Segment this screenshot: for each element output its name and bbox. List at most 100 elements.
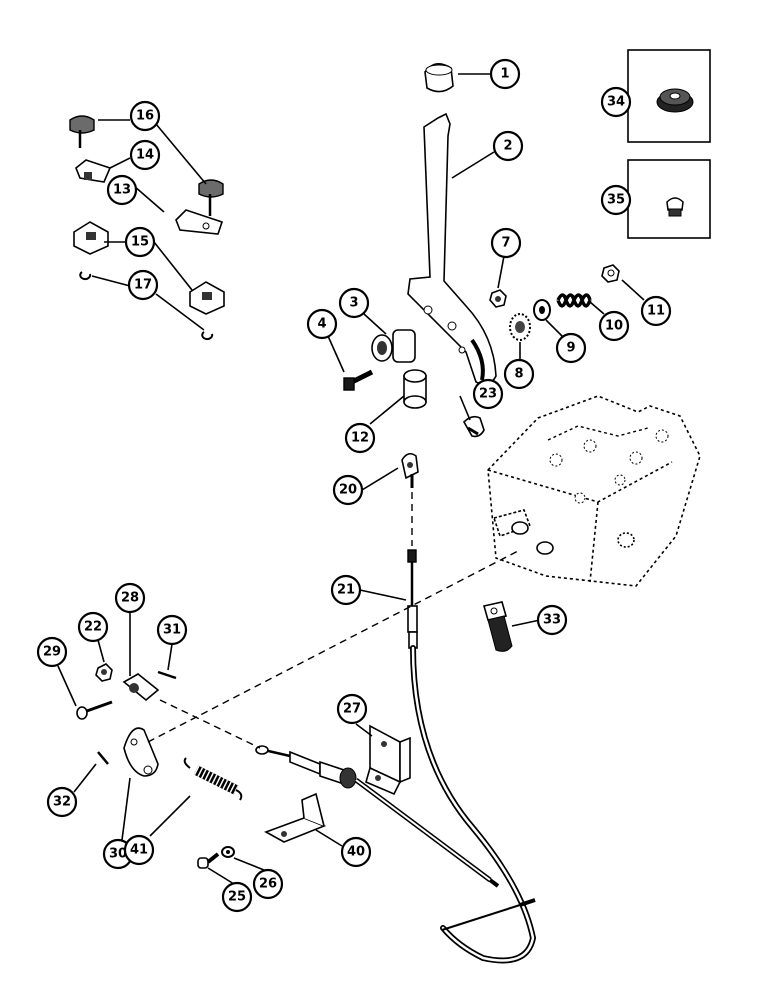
callout-23: 23: [472, 378, 504, 410]
clevis-part-28: [122, 673, 160, 702]
callout-32: 32: [46, 786, 78, 818]
bolt-part-25: [197, 852, 220, 869]
callout-3: 3: [338, 287, 370, 319]
gear-part-8: [509, 313, 531, 341]
callout-label-26: 26: [259, 877, 277, 892]
callout-label-29: 29: [43, 645, 61, 660]
rod-end-part-20: [401, 452, 419, 488]
callout-11: 11: [640, 295, 672, 327]
callout-label-23: 23: [479, 387, 497, 402]
knob-part-1: [424, 63, 454, 93]
callout-label-32: 32: [53, 795, 71, 810]
valve-housing: [487, 395, 701, 587]
callout-label-3: 3: [349, 296, 358, 311]
callout-label-15: 15: [131, 235, 149, 250]
callout-label-4: 4: [317, 317, 326, 332]
callout-8: 8: [503, 358, 535, 390]
cotter-pin-part-31: [157, 670, 177, 680]
callout-17: 17: [127, 269, 159, 301]
callout-21: 21: [330, 574, 362, 606]
callout-1: 1: [489, 58, 521, 90]
knob-screw-part-16b: [198, 179, 224, 216]
spring-part-41: [183, 757, 243, 801]
assembly-line-28-cable: [159, 699, 261, 749]
clip-part-23: [463, 415, 485, 438]
callout-label-8: 8: [514, 367, 523, 382]
nut-part-22: [95, 663, 113, 682]
callout-4: 4: [306, 308, 338, 340]
callout-12: 12: [344, 422, 376, 454]
callout-25: 25: [221, 881, 253, 913]
callout-31: 31: [156, 614, 188, 646]
clip-ring-part-17a: [79, 271, 92, 281]
callout-34: 34: [600, 86, 632, 118]
callout-label-27: 27: [343, 702, 361, 717]
callout-41: 41: [123, 834, 155, 866]
handle-grip-part-33: [482, 601, 513, 652]
callout-33: 33: [536, 604, 568, 636]
callout-10: 10: [598, 310, 630, 342]
inset-box-34: [627, 49, 711, 143]
bracket-part-40: [264, 792, 327, 843]
bolt-part-4: [343, 369, 374, 391]
callout-label-40: 40: [347, 845, 365, 860]
inset-box-35: [627, 159, 711, 239]
cotter-pin-part-32: [97, 751, 109, 765]
callout-15: 15: [124, 226, 156, 258]
callout-label-33: 33: [543, 613, 561, 628]
callout-label-35: 35: [607, 193, 625, 208]
clip-part-14: [75, 159, 112, 183]
callout-label-41: 41: [130, 843, 148, 858]
assembly-line-30-housing: [147, 549, 521, 743]
spring-part-10: [556, 293, 592, 308]
callout-16: 16: [129, 100, 161, 132]
callout-label-13: 13: [113, 183, 131, 198]
nut-part-11: [601, 264, 620, 283]
washer-part-9: [533, 299, 551, 321]
callout-28: 28: [114, 582, 146, 614]
callout-label-9: 9: [566, 341, 575, 356]
knob-screw-part-16a: [69, 115, 95, 148]
callout-label-16: 16: [136, 109, 154, 124]
callout-label-7: 7: [501, 236, 510, 251]
pivot-part-3: [371, 329, 416, 363]
callout-27: 27: [336, 693, 368, 725]
callout-29: 29: [36, 636, 68, 668]
callout-label-17: 17: [134, 278, 152, 293]
lever-arm-part-30: [123, 727, 159, 777]
clip-ring-part-17b: [201, 331, 214, 341]
callout-26: 26: [252, 868, 284, 900]
callout-2: 2: [492, 130, 524, 162]
callout-label-2: 2: [503, 139, 512, 154]
callout-label-21: 21: [337, 583, 355, 598]
washer-part-26: [221, 846, 235, 858]
callout-7: 7: [490, 227, 522, 259]
block-part-15b: [189, 281, 225, 315]
spacer-part-12: [403, 369, 427, 409]
nut-part-7: [489, 289, 507, 308]
callout-14: 14: [129, 139, 161, 171]
callout-label-1: 1: [500, 67, 509, 82]
callout-label-12: 12: [351, 431, 369, 446]
leader-lines: [57, 73, 645, 885]
cable-part-21: [407, 549, 537, 964]
callout-label-30: 30: [109, 847, 127, 862]
callout-label-11: 11: [647, 304, 665, 319]
callout-label-34: 34: [607, 95, 625, 110]
callout-40: 40: [340, 836, 372, 868]
callout-label-31: 31: [163, 623, 181, 638]
callout-9: 9: [555, 332, 587, 364]
callout-label-20: 20: [339, 483, 357, 498]
callout-label-25: 25: [228, 890, 246, 905]
callout-22: 22: [77, 611, 109, 643]
callout-20: 20: [332, 474, 364, 506]
bracket-part-27: [365, 724, 411, 796]
block-part-15a: [73, 221, 109, 255]
callout-label-22: 22: [84, 620, 102, 635]
lever-part-2: [407, 112, 497, 385]
callout-label-28: 28: [121, 591, 139, 606]
callout-label-14: 14: [136, 148, 154, 163]
callout-35: 35: [600, 184, 632, 216]
plate-part-13: [175, 209, 224, 235]
